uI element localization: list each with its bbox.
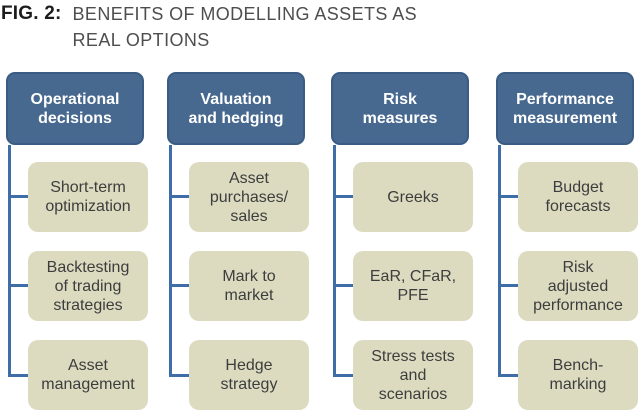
column-header: Performance measurement — [496, 72, 634, 145]
benefit-item: Asset management — [28, 340, 148, 410]
connector-branch — [333, 374, 354, 377]
connector-branch — [8, 374, 29, 377]
benefit-item: Bench- marking — [518, 340, 638, 410]
benefit-item: Hedge strategy — [189, 340, 309, 410]
connector-line — [169, 145, 172, 377]
connector-line — [333, 145, 336, 377]
benefit-item: Asset purchases/ sales — [189, 162, 309, 232]
connector-branch — [169, 195, 190, 198]
figure-title: FIG. 2: BENEFITS OF MODELLING ASSETS AS … — [1, 1, 417, 53]
benefit-item: EaR, CFaR, PFE — [353, 251, 473, 321]
column-risk-measures: Risk measures Greeks EaR, CFaR, PFE Stre… — [331, 72, 473, 415]
benefit-item: Stress tests and scenarios — [353, 340, 473, 410]
connector-line — [498, 145, 501, 377]
benefit-item: Backtesting of trading strategies — [28, 251, 148, 321]
benefit-item: Budget forecasts — [518, 162, 638, 232]
connector-line — [8, 145, 11, 377]
column-operational-decisions: Operational decisions Short-term optimiz… — [6, 72, 148, 415]
benefit-item: Short-term optimization — [28, 162, 148, 232]
benefit-item: Risk adjusted performance — [518, 251, 638, 321]
connector-branch — [169, 374, 190, 377]
column-header: Operational decisions — [6, 72, 144, 145]
connector-branch — [333, 284, 354, 287]
benefit-item: Mark to market — [189, 251, 309, 321]
figure-label: FIG. 2: — [1, 3, 62, 24]
connector-branch — [498, 284, 519, 287]
column-header: Risk measures — [331, 72, 469, 145]
connector-branch — [8, 195, 29, 198]
connector-branch — [333, 195, 354, 198]
connector-branch — [169, 284, 190, 287]
connector-branch — [498, 374, 519, 377]
connector-branch — [8, 284, 29, 287]
column-performance-measurement: Performance measurement Budget forecasts… — [496, 72, 638, 415]
column-valuation-and-hedging: Valuation and hedging Asset purchases/ s… — [167, 72, 309, 415]
connector-branch — [498, 195, 519, 198]
benefit-item: Greeks — [353, 162, 473, 232]
column-header: Valuation and hedging — [167, 72, 305, 145]
figure-title-text: BENEFITS OF MODELLING ASSETS AS REAL OPT… — [72, 4, 418, 50]
